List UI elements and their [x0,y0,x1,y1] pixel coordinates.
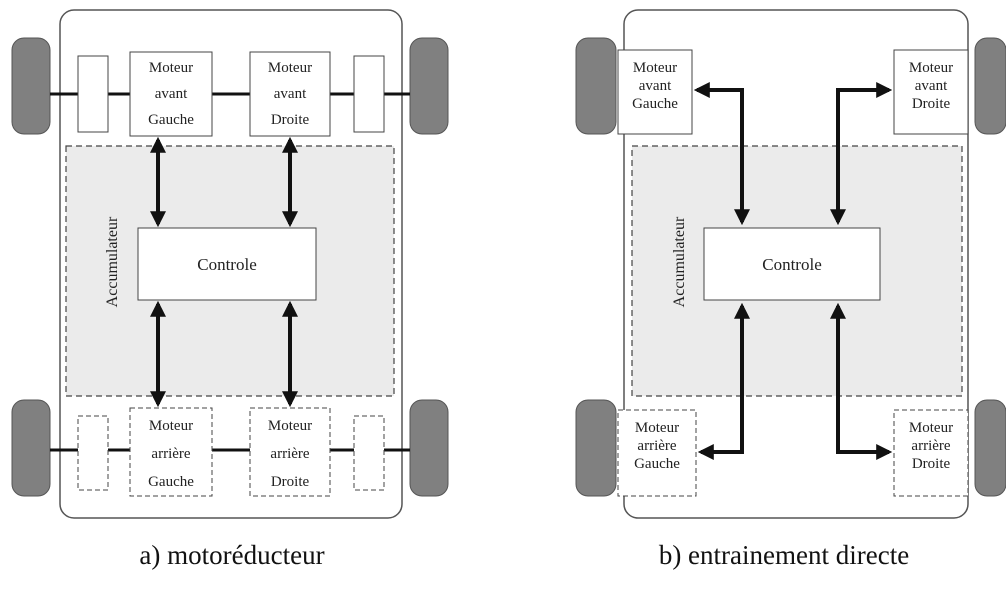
motor-rear-right-box [893,409,969,497]
motor-front-right-line1: Moteur [268,60,312,76]
motor-front-left-line1: Moteur [149,60,193,76]
caption-a: a) motoréducteur [139,540,325,570]
motor-front-right-line2: avant [274,86,307,102]
motor-rear-right-line3: Droite [271,474,310,490]
motor-rear-left-box [617,409,697,497]
caption-b: b) entrainement directe [658,540,910,570]
wheel-rear-left [11,399,51,497]
diagram-a-motoreducteur: Moteur avant Gauche Moteur avant Droite … [11,9,449,519]
motor-rear-left-line2: arrière [637,438,676,454]
controller-box [703,227,881,301]
diagram-b-entrainement-directe: Moteur avant Gauche Moteur avant Droite … [575,9,1006,519]
motor-front-right-line3: Droite [271,112,310,128]
motor-rear-left-line1: Moteur [635,420,679,436]
arrow-rear-right [830,302,893,460]
wheel-rear-left [575,399,617,497]
motor-front-right-line1: Moteur [909,60,953,76]
motor-rear-right-line1: Moteur [268,418,312,434]
motor-rear-right-line2: arrière [270,446,309,462]
motor-front-right-line2: avant [915,78,948,94]
motor-front-left-line3: Gauche [148,112,194,128]
wheel-front-right [409,37,449,135]
motor-rear-left-line1: Moteur [149,418,193,434]
motor-rear-left-line2: arrière [151,446,190,462]
motor-rear-left-line3: Gauche [634,456,680,472]
arrow-rear-left [697,302,750,460]
arrow-front-right [830,82,893,226]
wheel-front-left [11,37,51,135]
motor-front-right-box [249,51,331,137]
gearbox-rear-right [353,415,385,491]
gearbox-rear-left [77,415,109,491]
wheel-rear-right [974,399,1006,497]
motor-front-left-box [129,51,213,137]
arrow-front-left [693,82,750,226]
controller-label: Controle [762,255,822,274]
gearbox-front-left [77,55,109,133]
wheel-front-right [974,37,1006,135]
gearbox-front-right [353,55,385,133]
controller-box [137,227,317,301]
accumulator-label: Accumulateur [104,216,121,307]
motor-front-right-line3: Droite [912,96,951,112]
wheel-front-left [575,37,617,135]
motor-front-right-box [893,49,969,135]
motor-rear-right-line2: arrière [911,438,950,454]
motor-front-left-line2: avant [639,78,672,94]
motor-rear-right-line1: Moteur [909,420,953,436]
motor-front-left-line2: avant [155,86,188,102]
motor-front-left-line1: Moteur [633,60,677,76]
motor-rear-left-line3: Gauche [148,474,194,490]
figure: Moteur avant Gauche Moteur avant Droite … [11,9,1006,519]
accumulator-label: Accumulateur [671,216,688,307]
controller-label: Controle [197,255,257,274]
motor-front-left-box [617,49,693,135]
motor-front-left-line3: Gauche [632,96,678,112]
motor-rear-right-box [249,407,331,497]
motor-rear-right-line3: Droite [912,456,951,472]
motor-rear-left-box [129,407,213,497]
wheel-rear-right [409,399,449,497]
